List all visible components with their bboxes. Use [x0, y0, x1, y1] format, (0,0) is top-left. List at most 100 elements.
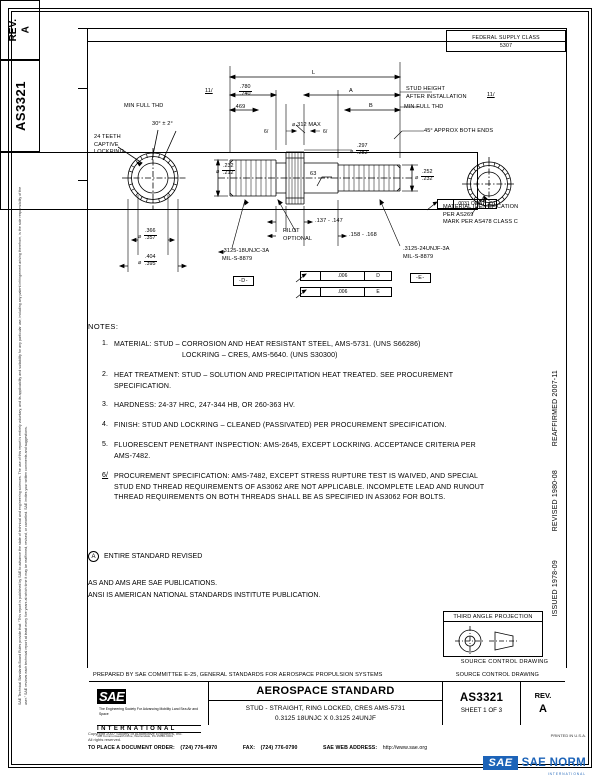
label-chamfer: 45° APPROX BOTH ENDS [424, 128, 494, 134]
order-info-line: TO PLACE A DOCUMENT ORDER: (724) 776-497… [88, 745, 427, 751]
sae-logo: SAE The Engineering Society For Advancing… [97, 688, 201, 738]
source-control-drawing-label: SOURCE CONTROL DRAWING [460, 659, 549, 665]
publication-notes: AS AND AMS ARE SAE PUBLICATIONS. ANSI IS… [88, 578, 320, 602]
source-control-drawing-box: SOURCE CONTROL DRAWING [443, 657, 566, 668]
fax-number: (724) 776-0790 [260, 745, 298, 751]
sae-logo-tagline: The Engineering Society For Advancing Mo… [99, 707, 198, 716]
fcf-runout-2: .006 E [300, 287, 392, 297]
standard-number-stub-text: AS3321 [12, 81, 28, 131]
label-dim-L: L [312, 70, 316, 76]
order-label: TO PLACE A DOCUMENT ORDER: [88, 745, 175, 751]
label-dim-A: A [349, 88, 353, 94]
flag-11-right: 11/ [487, 92, 495, 98]
dim-252-232: .252 .232 [421, 169, 434, 182]
watermark-subtext: INTERNATIONAL [547, 772, 586, 776]
drawing-field-right-rule [566, 28, 567, 668]
note-line: HEAT TREATMENT: STUD – SOLUTION AND PREC… [114, 371, 454, 379]
fcf-position-tol: .0031 OF A [454, 200, 487, 208]
publication-line-2: ANSI IS AMERICAN NATIONAL STANDARDS INST… [88, 591, 321, 599]
note-body: FLUORESCENT PENETRANT INSPECTION: AMS-26… [114, 441, 538, 463]
fcf-position-symbol [438, 200, 454, 208]
thread-callout-left: .3125-18UNJC-3A MIL-S-8879 [222, 248, 270, 262]
note-item: 6/PROCUREMENT SPECIFICATION: AMS-7482, E… [88, 472, 538, 505]
dia-symbol-232: ⌀ [216, 169, 220, 175]
label-tooth-angle: 30° ± 2° [152, 121, 173, 127]
notes-section: NOTES: 1.MATERIAL: STUD – CORROSION AND … [88, 322, 538, 504]
flag-11-left: 11/ [205, 88, 213, 94]
note-body: PROCUREMENT SPECIFICATION: AMS-7482, EXC… [114, 472, 538, 505]
notes-list: 1.MATERIAL: STUD – CORROSION AND HEAT RE… [88, 340, 538, 504]
stub-connector-bottom [78, 180, 87, 181]
datum-E: -E- [410, 273, 431, 283]
fcf-position-datum-d: D [489, 201, 493, 207]
drawing-field-cap-rule [87, 28, 566, 29]
note-line: SPECIFICATION. [114, 382, 172, 390]
sae-logo-international: INTERNATIONAL [97, 725, 201, 733]
note-body: MATERIAL: STUD – CORROSION AND HEAT RESI… [114, 340, 538, 362]
label-stud-height: STUD HEIGHT AFTER INSTALLATION [406, 86, 467, 100]
prepared-by-row: PREPARED BY SAE COMMITTEE E-25, GENERAL … [89, 669, 565, 682]
note-number: 3. [102, 401, 109, 409]
revision-note-text: ENTIRE STANDARD REVISED [104, 553, 203, 560]
dia-312-max: ⌀.312 MAX [292, 122, 321, 128]
flag-6-left: 6/ [264, 129, 269, 135]
dim-469: .469 [234, 104, 246, 110]
sheet-number: SHEET 1 OF 3 [460, 707, 503, 714]
date-revised: REVISED 1980-08 [552, 470, 559, 532]
note-line: FINISH: STUD AND LOCKRING – CLEANED (PAS… [114, 422, 447, 430]
note-line: STUD END THREAD REQUIREMENTS OF AS3062 A… [114, 483, 485, 491]
label-dim-B: B [369, 103, 373, 109]
label-min-full-thd-left: MIN FULL THD [124, 103, 164, 109]
dim-297-282: .297 .282 [356, 143, 369, 156]
page-outer-border [8, 8, 592, 768]
note-number: 4. [102, 421, 109, 429]
date-issued: ISSUED 1978-09 [552, 560, 559, 617]
subtitle-line-2: 0.3125 18UNJC X 0.3125 24UNJF [275, 714, 376, 722]
web-url[interactable]: http://www.sae.org [382, 745, 428, 751]
label-min-full-thd-right: MIN FULL THD [404, 104, 444, 110]
dim-366-357: .366 .357 [144, 228, 157, 241]
datum-D: -D- [233, 276, 254, 286]
date-strip: REAFFIRMED 2007-11 REVISED 1980-08 ISSUE… [548, 370, 566, 625]
note-line: MATERIAL: STUD – CORROSION AND HEAT RESI… [114, 341, 421, 348]
web-label: SAE WEB ADDRESS: [323, 745, 378, 751]
dim-137-147: .137 - .147 [315, 218, 343, 224]
dia-symbol-404: ⌀ [138, 260, 142, 266]
legal-margin-text: SAE Technical Standards Board Rules prov… [18, 186, 28, 705]
note-item: 2.HEAT TREATMENT: STUD – SOLUTION AND PR… [88, 371, 538, 393]
document-number: AS3321 [459, 692, 504, 704]
note-line: PROCUREMENT SPECIFICATION: AMS-7482, EXC… [114, 472, 479, 480]
document-number-cell: AS3321 SHEET 1 OF 3 [443, 682, 521, 725]
note-subline: LOCKRING – CRES, AMS-5640. (UNS S30300) [182, 351, 338, 359]
fcf-runout-2-tol: .006 [321, 288, 365, 296]
material-identification-note: MATERIAL IDENTIFICATION PER AS269 MARK P… [443, 204, 519, 226]
third-angle-projection-label: THIRD ANGLE PROJECTION [444, 612, 542, 622]
note-line: FLUORESCENT PENETRANT INSPECTION: AMS-26… [114, 442, 476, 450]
note-line: THREAD REQUIREMENTS ON BOTH THREADS SHAL… [114, 494, 446, 502]
copyright-block: Copyright 2007 Society of Automotive Eng… [88, 731, 183, 743]
watermark-badge: SAE [483, 756, 518, 770]
label-roughness: 63 [310, 171, 317, 177]
fcf-runout-2-datum: E [376, 289, 380, 295]
revision-stub-text: REV. A [7, 18, 32, 42]
publication-line-1: AS AND AMS ARE SAE PUBLICATIONS. [88, 580, 218, 587]
fcf-position: .0031 OF A D [437, 199, 497, 209]
sae-logo-mark: SAE [97, 689, 127, 704]
dim-158-168: .158 - .168 [349, 232, 377, 238]
dia-symbol-297: ⌀ [350, 149, 354, 155]
note-line: HARDNESS: 24-37 HRC, 247-344 HB, OR 260-… [114, 402, 296, 410]
source-control-text: SOURCE CONTROL DRAWING [455, 672, 539, 678]
note-item: 1.MATERIAL: STUD – CORROSION AND HEAT RE… [88, 340, 538, 362]
label-24-teeth: 24 TEETH CAPTIVE LOCKRING [94, 134, 125, 156]
sae-logo-address: 400 Commonwealth Drive, Warrendale, PA 1… [97, 734, 174, 738]
order-phone: (724) 776-4970 [180, 745, 218, 751]
fcf-runout-2-symbol [301, 288, 321, 296]
label-pilot-optional: PILOT OPTIONAL [283, 228, 313, 242]
sae-norm-watermark: SAE SAE NORM [483, 756, 586, 770]
revision-marker-circle: A [88, 551, 99, 562]
stub-connector-mid [78, 88, 87, 89]
fcf-runout-1-datum: D [376, 273, 380, 279]
